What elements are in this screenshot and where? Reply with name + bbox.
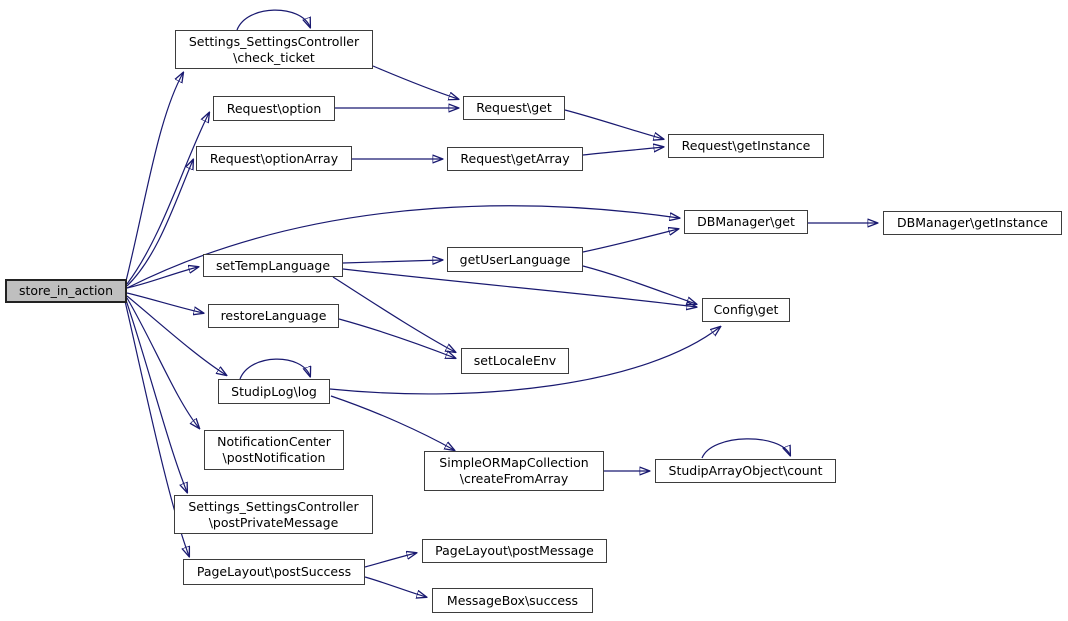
edge-store_in_action-studipLog_log	[126, 295, 226, 375]
node-label: Request\getArray	[460, 151, 570, 166]
edge-getUserLanguage-dbmanager_get	[582, 229, 678, 253]
node-request-optionarray[interactable]: Request\optionArray	[196, 146, 352, 171]
node-label: store_in_action	[19, 283, 113, 298]
edge-store_in_action-settings_postPrivateMessage	[125, 299, 187, 492]
node-label: StudipLog\log	[231, 383, 317, 399]
edge-check_ticket-request_get	[372, 65, 458, 99]
edge-setTempLanguage-config_get	[342, 268, 696, 307]
node-label: SimpleORMapCollection	[439, 455, 589, 470]
node-settemplanguage[interactable]: setTempLanguage	[203, 254, 343, 277]
node-dbmanager-get[interactable]: DBManager\get	[684, 210, 808, 234]
node-setlocaleenv[interactable]: setLocaleEnv	[461, 348, 569, 374]
edge-store_in_action-request_option	[126, 113, 209, 285]
edge-request_getArray-request_getInstance	[582, 147, 663, 156]
node-label: Settings_SettingsController	[188, 498, 359, 514]
edge-store_in_action-check_ticket	[125, 73, 183, 282]
node-studiparrayobject-count[interactable]: StudipArrayObject\count	[655, 459, 836, 483]
edge-restoreLanguage-setLocaleEnv	[338, 318, 455, 358]
node-label: \postNotification	[222, 450, 326, 465]
node-messagebox-success[interactable]: MessageBox\success	[432, 588, 593, 613]
node-label: Request\getInstance	[681, 138, 811, 153]
node-postprivatemessage[interactable]: Settings_SettingsController \postPrivate…	[174, 495, 373, 534]
node-request-getinstance[interactable]: Request\getInstance	[668, 134, 824, 158]
node-simpleormapcollection-createfromarray[interactable]: SimpleORMapCollection \createFromArray	[424, 451, 604, 491]
node-label: \check_ticket	[233, 49, 315, 65]
edge-store_in_action-dbmanager_get	[126, 205, 679, 289]
edge-request_get-request_getInstance	[564, 109, 663, 139]
node-label: Config\get	[713, 302, 779, 317]
node-label: Request\optionArray	[209, 150, 339, 166]
node-check_ticket[interactable]: Settings_SettingsController \check_ticke…	[175, 30, 373, 69]
edge-pageLayout_postSuccess-pageLayout_postMessage	[364, 553, 416, 568]
node-config-get[interactable]: Config\get	[702, 298, 790, 322]
node-label: StudipArrayObject\count	[668, 463, 823, 478]
node-label: setTempLanguage	[215, 257, 331, 273]
node-label: \createFromArray	[459, 471, 569, 486]
node-label: NotificationCenter	[217, 434, 331, 449]
node-label: PageLayout\postSuccess	[196, 564, 352, 579]
node-label: \postPrivateMessage	[208, 514, 339, 530]
node-label: Settings_SettingsController	[188, 33, 360, 49]
node-request-get[interactable]: Request\get	[463, 96, 565, 120]
node-label: restoreLanguage	[220, 308, 327, 323]
edge-store_in_action-notificationCenter_postNotification	[126, 297, 199, 428]
edge-pageLayout_postSuccess-messageBox_success	[364, 576, 426, 597]
node-label: Request\get	[476, 100, 552, 115]
node-label: PageLayout\postMessage	[435, 543, 594, 558]
edge-store_in_action-setTempLanguage	[126, 267, 198, 289]
node-dbmanager-getinstance[interactable]: DBManager\getInstance	[883, 211, 1062, 235]
edge-setTempLanguage-setLocaleEnv	[332, 276, 455, 352]
node-restorelanguage[interactable]: restoreLanguage	[208, 304, 339, 328]
edge-studipLog_log-simpleORMapCollection_createFromArray	[330, 395, 454, 450]
node-studiplog-log[interactable]: StudipLog\log	[218, 379, 330, 404]
edge-studipLog_log-config_get	[329, 327, 720, 395]
node-label: MessageBox\success	[446, 592, 579, 608]
node-pagelayout-postmessage[interactable]: PageLayout\postMessage	[422, 539, 607, 563]
node-label: DBManager\getInstance	[897, 215, 1048, 230]
edge-studipArrayObject_count-self-loop	[701, 438, 790, 459]
node-request-getarray[interactable]: Request\getArray	[447, 147, 583, 171]
node-request-option[interactable]: Request\option	[213, 96, 335, 121]
node-notificationcenter-postnotification[interactable]: NotificationCenter \postNotification	[204, 430, 344, 470]
edge-getUserLanguage-config_get	[582, 265, 696, 304]
node-label: getUserLanguage	[459, 251, 571, 267]
edge-studipLog_log-self-loop	[239, 358, 310, 380]
edge-setTempLanguage-getUserLanguage	[342, 260, 442, 263]
node-pagelayout-postsuccess[interactable]: PageLayout\postSuccess	[183, 559, 365, 585]
node-getuserlanguage[interactable]: getUserLanguage	[447, 247, 583, 272]
node-store_in_action: store_in_action	[5, 279, 127, 303]
node-label: DBManager\get	[697, 214, 795, 229]
edge-check_ticket-self-loop	[236, 9, 310, 31]
edge-store_in_action-request_optionArray	[126, 160, 193, 287]
node-label: Request\option	[226, 100, 322, 116]
node-label: setLocaleEnv	[473, 353, 557, 368]
edge-store_in_action-restoreLanguage	[126, 292, 203, 313]
